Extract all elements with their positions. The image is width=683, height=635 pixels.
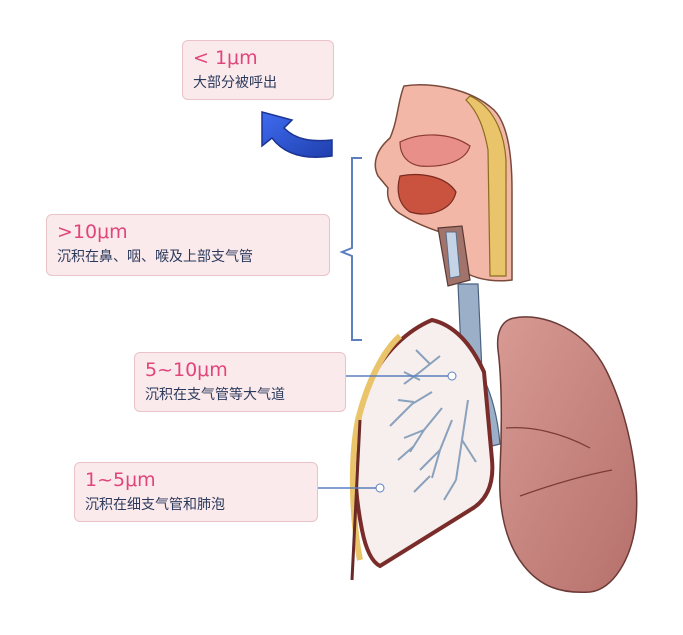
pointer-dot: [447, 371, 457, 381]
label-5to10um: 5~10μm 沉积在支气管等大气道: [134, 352, 346, 412]
pointer-dot: [375, 483, 385, 493]
deposition-description: 沉积在细支气管和肺泡: [85, 497, 225, 513]
label-1to5um: 1~5μm 沉积在细支气管和肺泡: [74, 462, 318, 522]
particle-size: < 1μm: [193, 47, 258, 69]
label-gt10um: >10μm 沉积在鼻、咽、喉及上部支气管: [46, 214, 330, 276]
left-lung-section: [349, 317, 495, 581]
right-lung: [496, 316, 638, 594]
exhale-arrow-icon: [261, 111, 333, 158]
head-cross-section: [374, 84, 513, 287]
deposition-description: 沉积在支气管等大气道: [145, 387, 285, 403]
bracket-icon: [339, 157, 362, 341]
deposition-description: 大部分被呼出: [193, 75, 277, 91]
particle-size: >10μm: [57, 221, 128, 243]
label-lt1um: < 1μm 大部分被呼出: [182, 40, 334, 100]
deposition-description: 沉积在鼻、咽、喉及上部支气管: [57, 249, 253, 265]
particle-size: 1~5μm: [85, 469, 156, 491]
particle-size: 5~10μm: [145, 359, 228, 381]
